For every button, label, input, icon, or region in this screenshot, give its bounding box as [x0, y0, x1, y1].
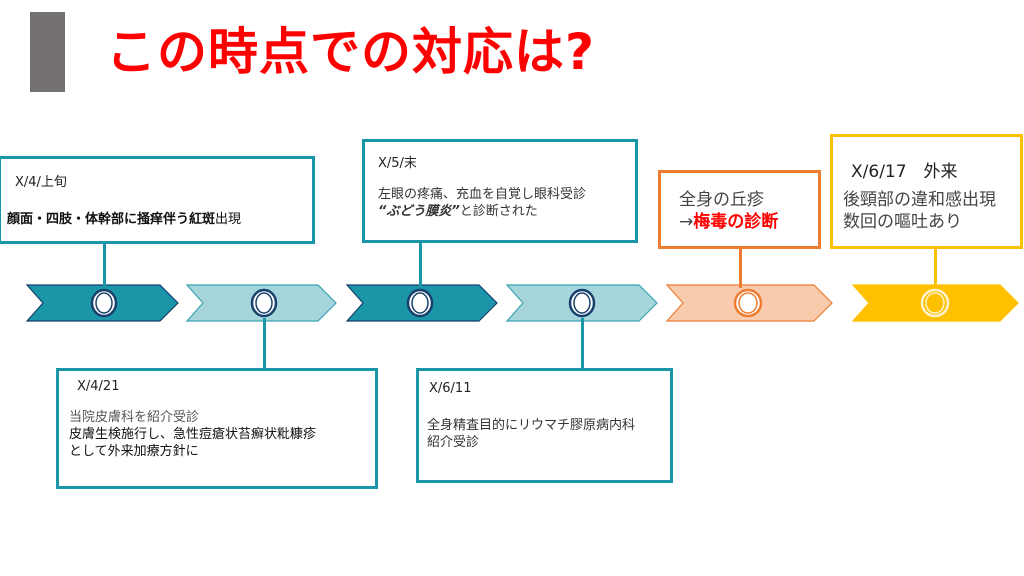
event-line: 顔面・四肢・体幹部に掻痒伴う紅斑出現 — [7, 211, 241, 228]
marker-inner-icon — [573, 292, 591, 314]
event-line: 皮膚生検施行し、急性痘瘡状苔癬状粃糠疹 — [69, 427, 317, 442]
slide-title: この時点での対応は? — [106, 23, 596, 81]
event-card-6: X/6/17 外来 後頸部の違和感出現 数回の嘔吐あり — [830, 134, 1023, 249]
event-line: 全身の丘疹 — [679, 190, 764, 210]
event-line: “ぶどう膜炎”と診断された — [378, 203, 586, 220]
connector-2 — [263, 318, 266, 370]
event-line: 左眼の疼痛、充血を自覚し眼科受診 — [378, 187, 587, 202]
event-date: X/5/末 — [378, 156, 417, 171]
event-date: X/6/11 — [429, 381, 472, 396]
diagnosis-syphilis: 梅毒の診断 — [693, 212, 779, 232]
arrow-symbol: → — [679, 212, 694, 232]
connector-5 — [739, 248, 742, 288]
event-line: 数回の嘔吐あり — [843, 212, 962, 232]
event-card-2: X/4/21 当院皮膚科を紹介受診 皮膚生検施行し、急性痘瘡状苔癬状粃糠疹 とし… — [56, 368, 378, 489]
marker-inner-icon — [255, 292, 273, 314]
event-date: X/6/17 外来 — [851, 162, 958, 182]
event-text-bold: 顔面・四肢・体幹部に掻痒伴う紅斑 — [7, 212, 216, 227]
marker-inner-icon — [925, 292, 945, 314]
event-card-1: X/4/上旬 顔面・四肢・体幹部に掻痒伴う紅斑出現 — [0, 156, 315, 244]
event-date: X/4/21 — [77, 379, 120, 394]
event-line: 当院皮膚科を紹介受診 — [69, 410, 200, 425]
event-date: X/4/上旬 — [15, 175, 67, 190]
timeline-chevron-3 — [345, 284, 498, 322]
event-line: →梅毒の診断 — [679, 211, 778, 233]
connector-3 — [419, 242, 422, 288]
timeline-chevron-6 — [851, 284, 1019, 322]
timeline-chevron-5 — [665, 284, 833, 322]
timeline-chevron-2 — [185, 284, 337, 322]
event-card-4: X/6/11 全身精査目的にリウマチ膠原病内科 紹介受診 — [416, 368, 673, 483]
event-text: 出現 — [215, 212, 242, 227]
event-line: 後頸部の違和感出現 — [843, 190, 996, 210]
event-line: 全身精査目的にリウマチ膠原病内科 — [427, 418, 636, 433]
diagnosis-uveitis: “ぶどう膜炎” — [378, 204, 460, 219]
event-text: と診断された — [459, 204, 538, 219]
marker-inner-icon — [95, 292, 113, 314]
event-card-3: X/5/末 左眼の疼痛、充血を自覚し眼科受診 “ぶどう膜炎”と診断された — [362, 139, 638, 243]
marker-inner-icon — [738, 292, 758, 314]
marker-inner-icon — [411, 292, 429, 314]
event-line: として外来加療方針に — [69, 444, 199, 459]
timeline-chevron-1 — [25, 284, 179, 322]
connector-6 — [934, 248, 937, 288]
timeline-chevron-4 — [505, 284, 658, 322]
event-card-5: 全身の丘疹 →梅毒の診断 — [658, 170, 821, 249]
connector-4 — [581, 318, 584, 370]
title-accent-bar — [30, 12, 65, 92]
event-line: 紹介受診 — [427, 435, 480, 450]
connector-1 — [103, 243, 106, 288]
